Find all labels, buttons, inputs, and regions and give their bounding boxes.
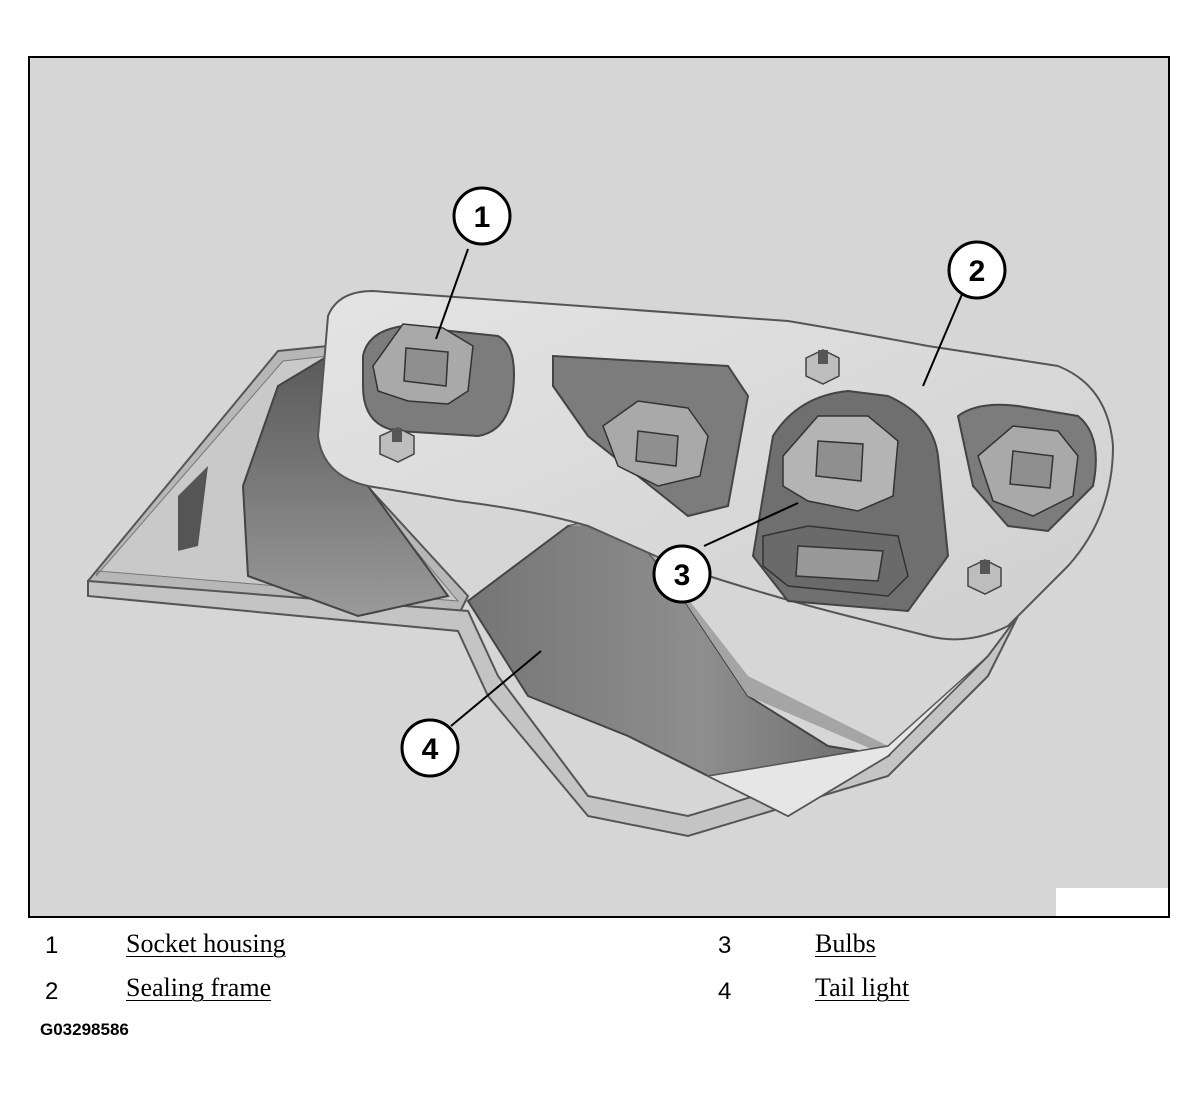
callout-2: 2 xyxy=(947,240,1007,300)
diagram-canvas: 1 2 3 4 xyxy=(28,56,1170,918)
legend-label-bulbs[interactable]: Bulbs xyxy=(815,929,876,958)
callout-3: 3 xyxy=(652,544,712,604)
callout-number-4: 4 xyxy=(422,733,439,766)
callout-4: 4 xyxy=(400,718,460,778)
legend-number-4: 4 xyxy=(718,978,732,1005)
callout-circle-3 xyxy=(652,544,712,604)
callout-leaders xyxy=(435,248,964,727)
bulbs-drawing xyxy=(762,415,909,597)
callout-number-3: 3 xyxy=(674,559,691,592)
legend-label-sealing-frame[interactable]: Sealing frame xyxy=(126,973,272,1002)
callout-number-2: 2 xyxy=(969,255,986,288)
callouts-group: 1 2 3 4 xyxy=(400,186,1007,778)
callout-number-1: 1 xyxy=(474,201,491,234)
corner-label-box xyxy=(1056,888,1168,916)
legend-label-socket-housing[interactable]: Socket housing xyxy=(126,929,286,958)
diagram-figure: 1 2 3 4 xyxy=(28,56,1170,918)
legend-number-1: 1 xyxy=(45,932,59,959)
callout-circle-4 xyxy=(400,718,460,778)
legend-number-3: 3 xyxy=(718,932,732,959)
socket-housing-drawing xyxy=(372,323,1079,517)
callout-circle-2 xyxy=(947,240,1007,300)
legend-number-2: 2 xyxy=(45,978,59,1005)
callout-1: 1 xyxy=(452,186,512,246)
figure-id: G03298586 xyxy=(40,1020,129,1039)
legend-label-tail-light[interactable]: Tail light xyxy=(815,973,910,1002)
callout-circle-1 xyxy=(452,186,512,246)
figure-border xyxy=(28,56,1170,918)
